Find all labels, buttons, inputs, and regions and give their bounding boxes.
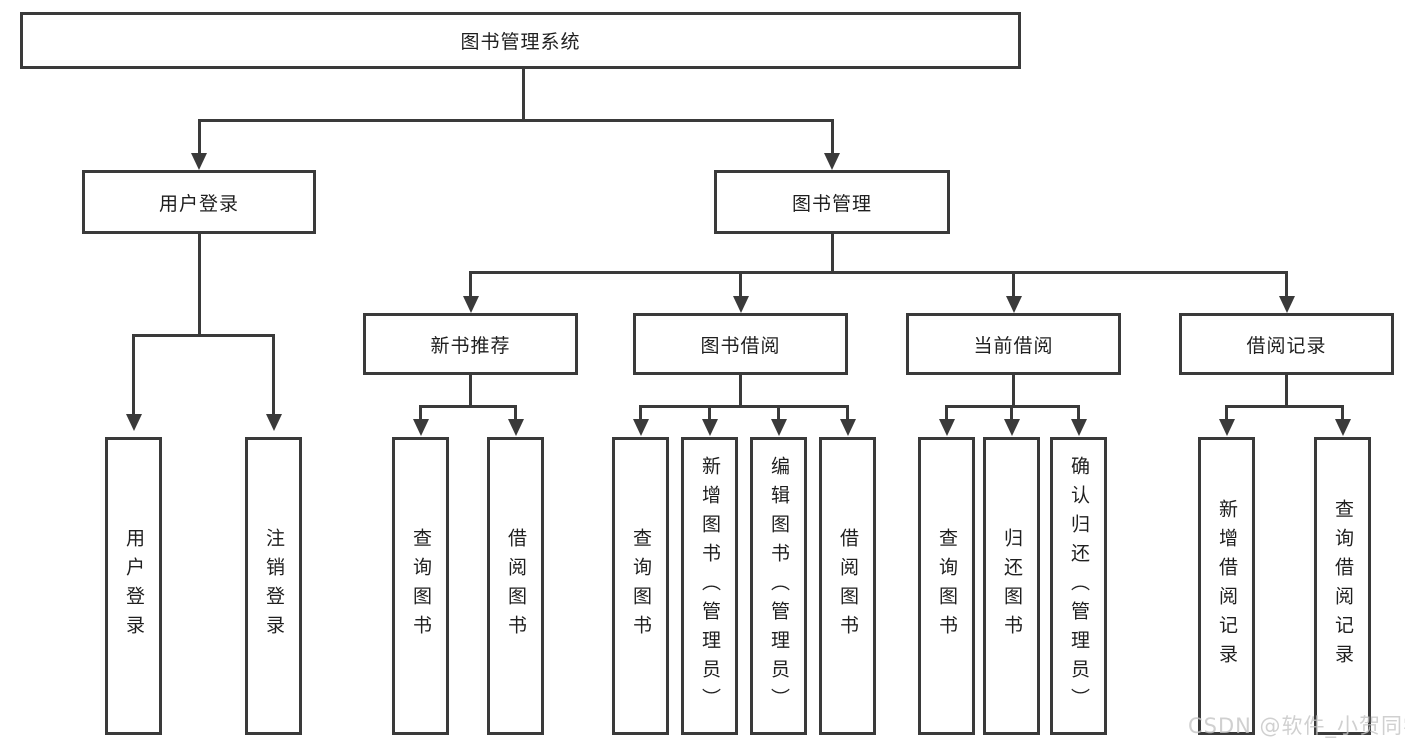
connector-line — [1225, 405, 1344, 408]
connector-line — [830, 234, 834, 273]
leaf-borrow-books-borrowing: 借阅图书 — [819, 437, 876, 735]
connector-line — [272, 334, 275, 415]
connector-line — [197, 234, 201, 337]
arrow-down-icon — [1278, 296, 1295, 313]
connector-line — [132, 334, 275, 337]
arrow-down-icon — [1218, 419, 1235, 436]
connector-line — [469, 270, 472, 298]
arrow-down-icon — [1334, 419, 1351, 436]
leaf-query-books-recommend: 查询图书 — [392, 437, 449, 735]
leaf-edit-book-admin: 编辑图书（管理员） — [750, 437, 807, 735]
arrow-down-icon — [770, 419, 787, 436]
leaf-add-borrow-record: 新增借阅记录 — [1198, 437, 1255, 735]
leaf-logout: 注销登录 — [245, 437, 302, 735]
arrow-down-icon — [265, 414, 282, 431]
connector-line — [639, 405, 849, 408]
connector-line — [739, 375, 742, 407]
connector-line — [708, 405, 711, 421]
connector-line — [1012, 270, 1015, 298]
leaf-return-book: 归还图书 — [983, 437, 1040, 735]
leaf-add-book-admin: 新增图书（管理员） — [681, 437, 738, 735]
arrow-down-icon — [632, 419, 649, 436]
connector-line — [469, 375, 472, 407]
arrow-down-icon — [412, 419, 429, 436]
connector-line — [419, 405, 422, 421]
connector-line — [639, 405, 642, 421]
connector-line — [132, 334, 135, 415]
connector-line — [419, 405, 517, 408]
connector-line — [197, 118, 834, 122]
node-book-management: 图书管理 — [714, 170, 950, 234]
connector-line — [1077, 405, 1080, 421]
leaf-query-books-borrowing: 查询图书 — [612, 437, 669, 735]
arrow-down-icon — [732, 296, 749, 313]
node-library-management-system: 图书管理系统 — [20, 12, 1021, 69]
connector-line — [945, 405, 948, 421]
leaf-borrow-books-recommend: 借阅图书 — [487, 437, 544, 735]
connector-line — [469, 270, 1288, 274]
leaf-user-login: 用户登录 — [105, 437, 162, 735]
node-book-borrowing: 图书借阅 — [633, 313, 848, 375]
connector-line — [846, 405, 849, 421]
arrow-down-icon — [507, 419, 524, 436]
arrow-down-icon — [191, 153, 207, 170]
connector-line — [830, 118, 834, 155]
node-user-login: 用户登录 — [82, 170, 316, 234]
arrow-down-icon — [938, 419, 955, 436]
connector-line — [1341, 405, 1344, 421]
arrow-down-icon — [1005, 296, 1022, 313]
connector-line — [1010, 405, 1013, 421]
leaf-query-books-current: 查询图书 — [918, 437, 975, 735]
connector-line — [1225, 405, 1228, 421]
connector-line — [197, 118, 201, 155]
connector-line — [1285, 270, 1288, 298]
arrow-down-icon — [1070, 419, 1087, 436]
connector-line — [514, 405, 517, 421]
connector-line — [1012, 375, 1015, 407]
connector-line — [739, 270, 742, 298]
connector-line — [521, 69, 525, 121]
arrow-down-icon — [1003, 419, 1020, 436]
node-new-book-recommendation: 新书推荐 — [363, 313, 578, 375]
arrow-down-icon — [462, 296, 479, 313]
leaf-query-borrow-record: 查询借阅记录 — [1314, 437, 1371, 735]
node-borrowing-records: 借阅记录 — [1179, 313, 1394, 375]
arrow-down-icon — [701, 419, 718, 436]
arrow-down-icon — [824, 153, 840, 170]
connector-line — [1285, 375, 1288, 407]
arrow-down-icon — [125, 414, 142, 431]
csdn-watermark: CSDN @软件_小贺同学 — [1188, 714, 1405, 738]
node-current-borrowing: 当前借阅 — [906, 313, 1121, 375]
leaf-confirm-return-admin: 确认归还（管理员） — [1050, 437, 1107, 735]
connector-line — [777, 405, 780, 421]
arrow-down-icon — [839, 419, 856, 436]
